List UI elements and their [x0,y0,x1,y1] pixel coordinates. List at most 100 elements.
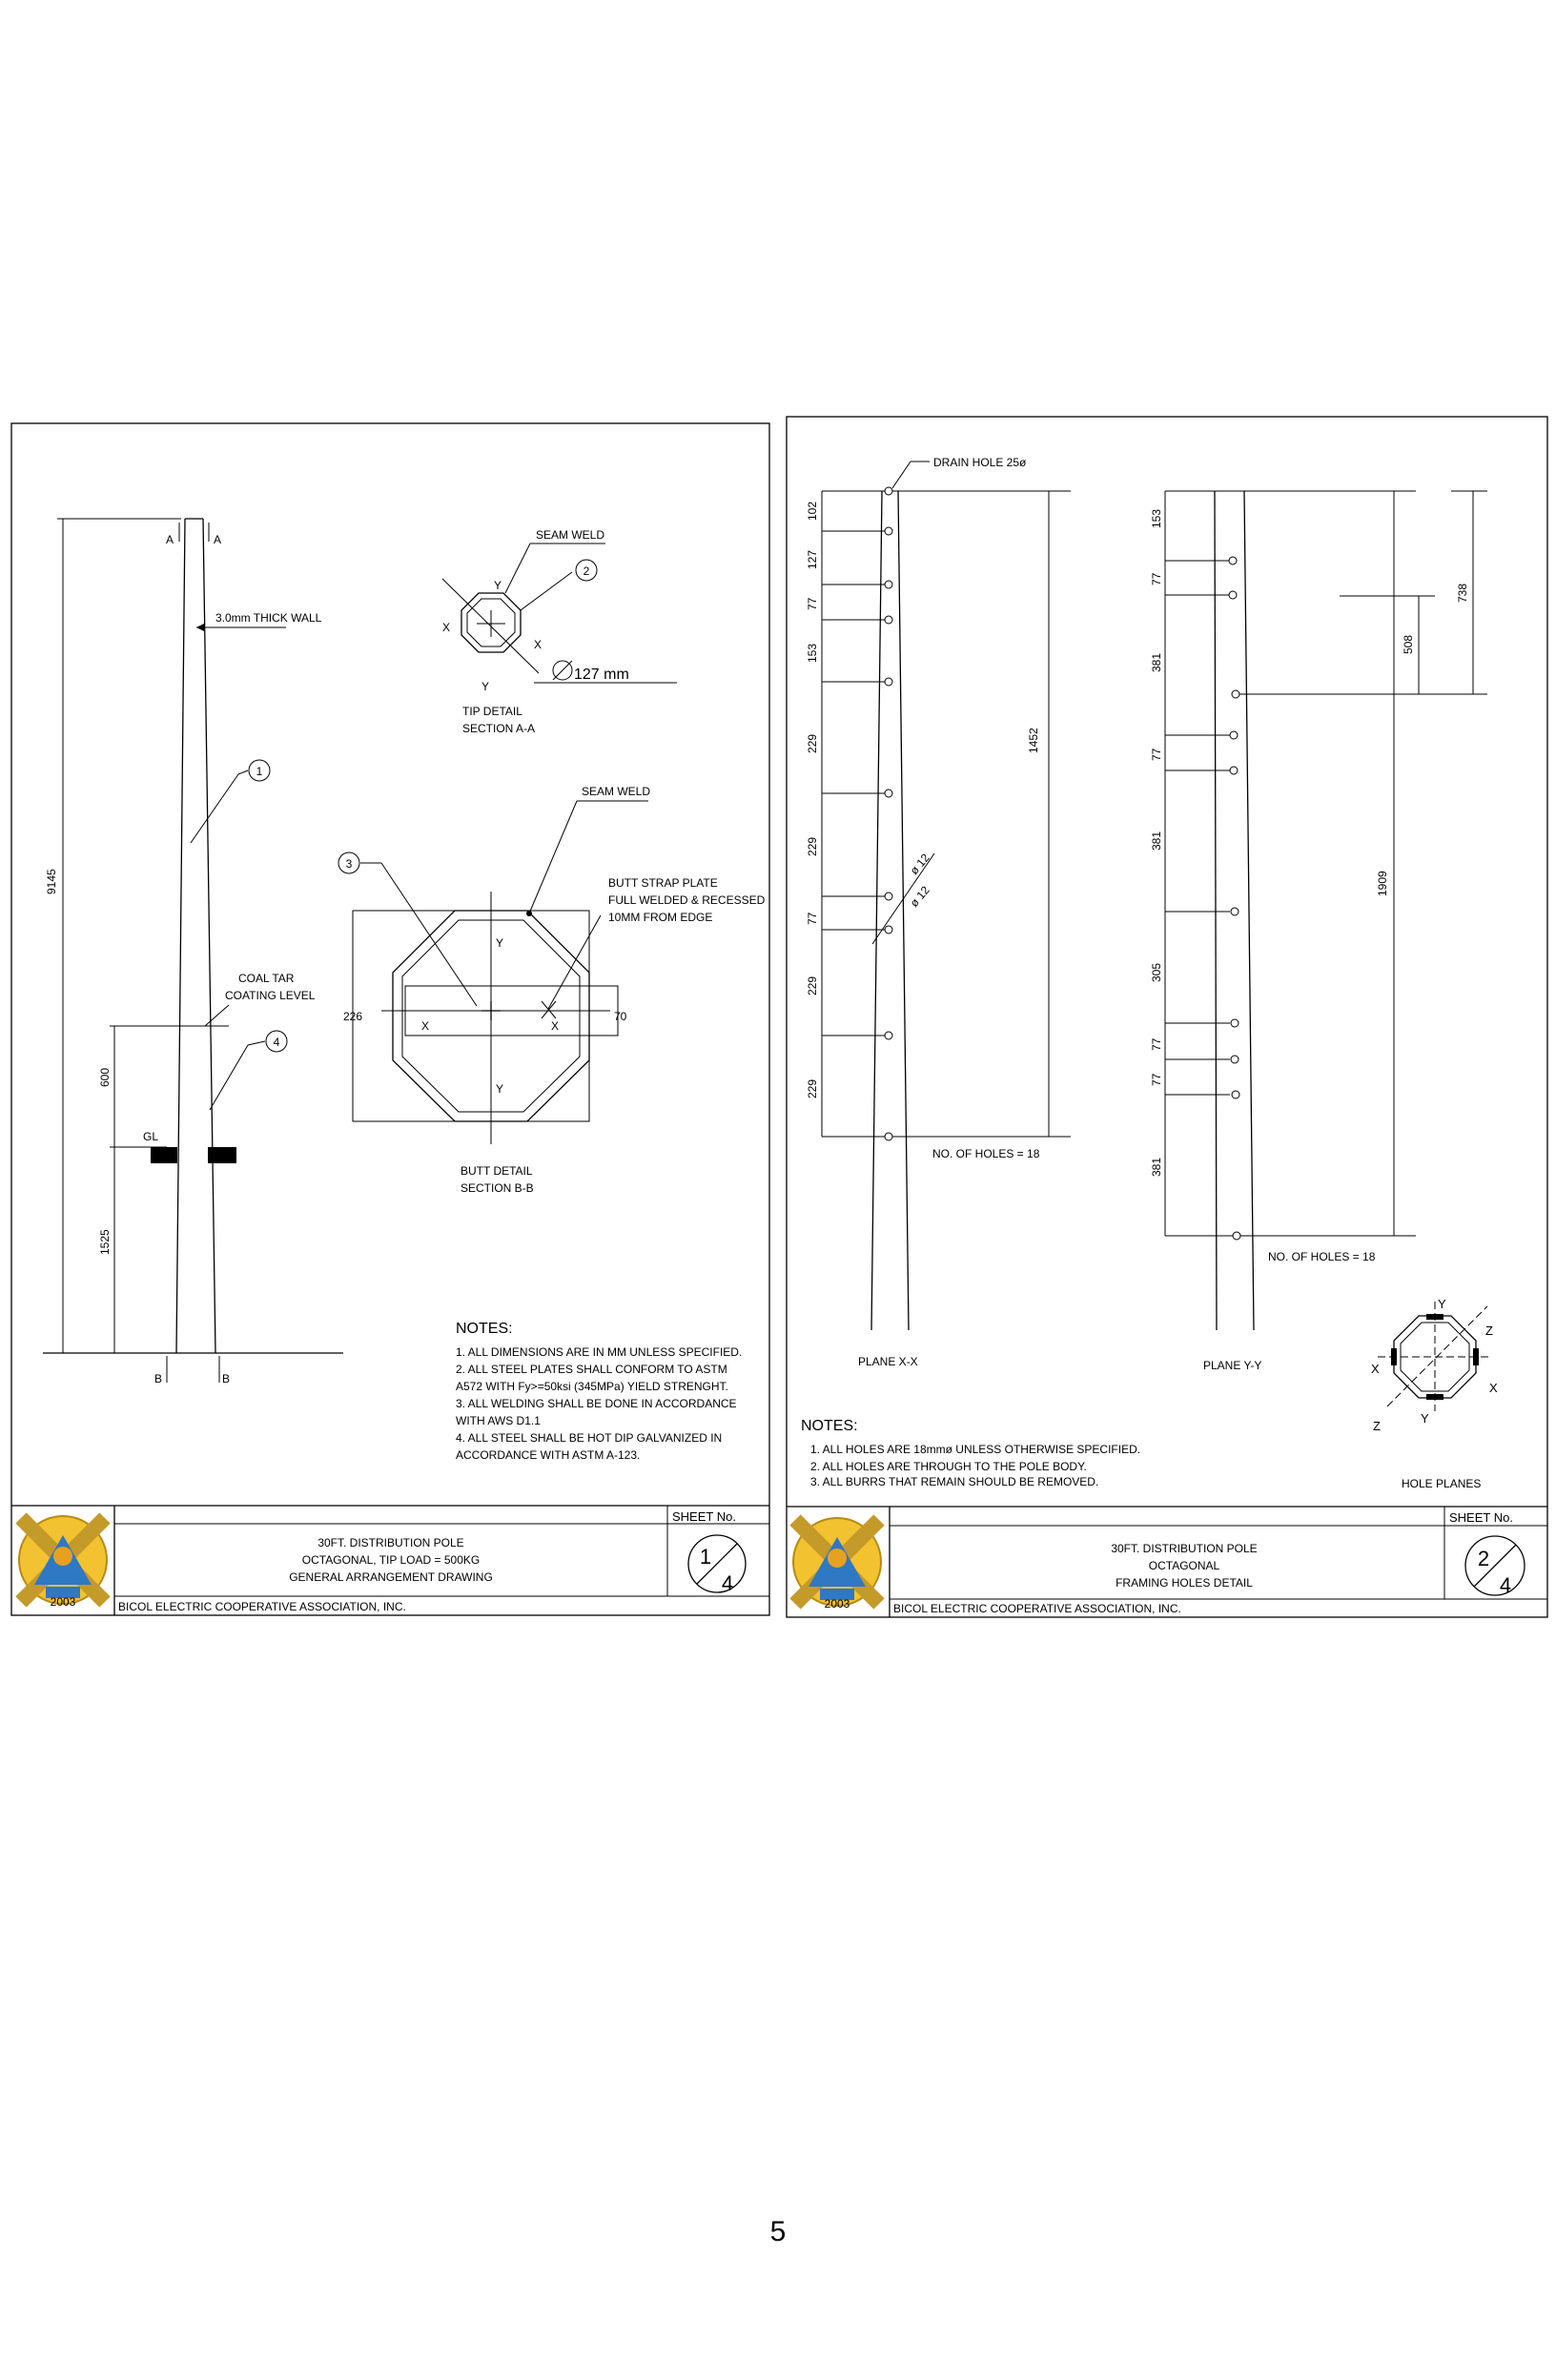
sheet-2-total: 4 [1500,1573,1511,1597]
sheet-2-title-2: OCTAGONAL [1149,1559,1220,1572]
tip-detail: SEAM WELD 2 Y Y X X 127 mm TIP DETAIL SE… [441,528,677,735]
butt-axis-x-right: X [551,1019,559,1033]
yy-spacing: 381 [1150,1158,1163,1177]
callout-3: 3 [346,857,353,871]
sheet-1: A A B B 3.0mm THICK WALL 1 COAL TAR COAT… [10,422,770,1616]
butt-detail: Y Y X X 226 70 3 SEAM WELD BUTT STRAP PL… [338,785,766,1195]
ground-plate-left [151,1147,177,1163]
tip-axis-x-left: X [442,621,450,634]
hp-axis-y-bottom: Y [1421,1411,1429,1426]
xx-spacing: 229 [806,734,819,753]
xx-spacing: 102 [806,502,819,521]
callout-2: 2 [584,564,590,578]
sheet-1-number: 1 [700,1545,711,1569]
sheet-2-notes: NOTES: 1. ALL HOLES ARE 18mmø UNLESS OTH… [801,1418,1140,1488]
hole-planes-detail: Y Y X X Z Z HOLE PLANES [1371,1297,1498,1490]
dim-508: 508 [1402,635,1415,654]
butt-axis-y-top: Y [496,936,503,950]
note-line: 4. ALL STEEL SHALL BE HOT DIP GALVANIZED… [456,1431,722,1445]
yy-spacing: 153 [1150,509,1163,528]
bieca-logo-icon [793,1518,881,1606]
callout-circle-2 [575,559,598,582]
sheet-2-title-1: 30FT. DISTRIBUTION POLE [1111,1542,1257,1555]
tip-axis-x-right: X [534,638,542,651]
sheet-1-label: SHEET No. [672,1509,736,1524]
yy-spacing: 305 [1150,963,1163,982]
xx-spacing: 77 [806,912,819,925]
xx-spacing: 127 [806,550,819,569]
hole-planes-label: HOLE PLANES [1402,1477,1481,1490]
sheet-2-number-circle [1464,1535,1525,1596]
note-line: WITH AWS D1.1 [456,1414,541,1427]
xx-spacing: 153 [806,644,819,663]
plane-xx: 1452 DRAIN HOLE 25ø ø 12 ø 12 102 [806,456,1071,1368]
yy-spacing: 77 [1150,1073,1163,1086]
hp-axis-z-top: Z [1485,1323,1493,1338]
diameter-icon [552,660,573,681]
callout-circle-4 [265,1030,288,1053]
dim-600: 600 [98,1068,112,1087]
hp-axis-y-top: Y [1438,1297,1446,1311]
hp-axis-z-bottom: Z [1373,1419,1381,1433]
tip-axis-y-top: Y [494,579,502,592]
coal-tar-label-2: COATING LEVEL [225,989,316,1002]
xx-holes-count: NO. OF HOLES = 18 [932,1147,1040,1160]
xx-spacing: 229 [806,976,819,995]
xx-spacing: 229 [806,837,819,856]
notes-title: NOTES: [456,1321,513,1337]
notes-title: NOTES: [801,1418,858,1434]
note-line: A572 WITH Fy>=50ksi (345MPa) YIELD STREN… [456,1380,728,1393]
callout-circle-3 [338,851,360,874]
dim-1525: 1525 [98,1229,112,1255]
tip-detail-subtitle: SECTION A-A [462,722,535,735]
dim-1909: 1909 [1376,871,1389,896]
sheet-2-organization: BICOL ELECTRIC COOPERATIVE ASSOCIATION, … [893,1602,1181,1615]
butt-strap-line-3: 10MM FROM EDGE [608,911,712,924]
gl-label: GL [143,1130,158,1143]
yy-holes-count: NO. OF HOLES = 18 [1268,1250,1376,1263]
section-b-right: B [222,1372,230,1385]
dim-226: 226 [343,1010,362,1023]
section-a-right: A [214,533,221,546]
section-a-left: A [166,533,174,546]
logo-year: 2003 [51,1595,76,1609]
note-line: 1. ALL DIMENSIONS ARE IN MM UNLESS SPECI… [456,1345,742,1359]
note-line: 3. ALL WELDING SHALL BE DONE IN ACCORDAN… [456,1397,737,1410]
bieca-logo-icon [19,1516,107,1604]
plane-yy: 738 508 1909 153 77 381 77 381 305 77 [1150,490,1487,1372]
tip-detail-title: TIP DETAIL [462,705,522,718]
dim-1452: 1452 [1027,728,1040,753]
xx-spacing: 77 [806,597,819,610]
yy-spacing: 77 [1150,572,1163,585]
xx-hole-marks [822,526,893,1141]
pole-elevation: A A B B 3.0mm THICK WALL 1 COAL TAR COAT… [43,518,343,1385]
sheet-1-number-circle [687,1534,747,1593]
seam-weld-label-top: SEAM WELD [536,528,604,542]
callout-4: 4 [274,1036,280,1049]
sheet-1-title-3: GENERAL ARRANGEMENT DRAWING [289,1570,493,1584]
seam-weld-label-butt: SEAM WELD [582,785,650,798]
xx-spacing: 229 [806,1079,819,1098]
yy-spacing: 381 [1150,831,1163,851]
note-line: 2. ALL HOLES ARE THROUGH TO THE POLE BOD… [810,1460,1087,1473]
butt-strap-line-2: FULL WELDED & RECESSED [608,893,766,907]
section-b-left: B [154,1372,162,1385]
butt-strap-line-1: BUTT STRAP PLATE [608,876,718,890]
note-line: ACCORDANCE WITH ASTM A-123. [456,1448,640,1462]
ground-plate-right [208,1147,236,1163]
sheet-1-notes: NOTES: 1. ALL DIMENSIONS ARE IN MM UNLES… [456,1321,742,1462]
yy-spacing: 77 [1150,1037,1163,1051]
note-line: 3. ALL BURRS THAT REMAIN SHOULD BE REMOV… [810,1475,1098,1488]
note-line: 2. ALL STEEL PLATES SHALL CONFORM TO AST… [456,1363,727,1376]
plane-xx-label: PLANE X-X [858,1355,918,1368]
thick-wall-label: 3.0mm THICK WALL [215,611,322,625]
dia-12-label-1: ø 12 [908,851,932,877]
dim-738: 738 [1456,584,1469,603]
yy-hole-marks [1165,556,1241,1241]
page-number: 5 [769,2216,787,2247]
sheet-1-organization: BICOL ELECTRIC COOPERATIVE ASSOCIATION, … [118,1600,406,1613]
sheet-2-label: SHEET No. [1449,1510,1513,1525]
sheet-2: 1452 DRAIN HOLE 25ø ø 12 ø 12 102 [787,416,1548,1618]
butt-axis-x-left: X [421,1019,429,1033]
